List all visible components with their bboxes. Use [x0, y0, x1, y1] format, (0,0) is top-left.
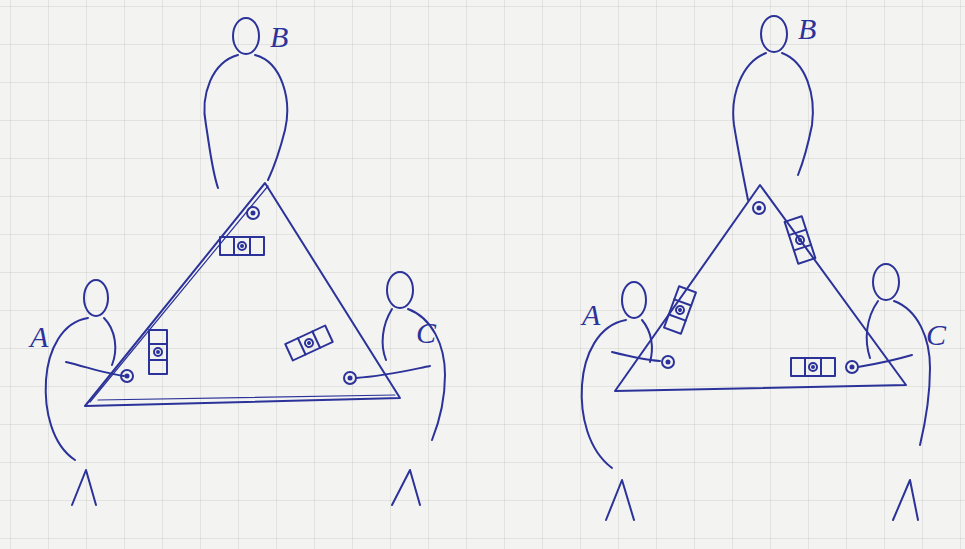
person-head	[622, 282, 646, 318]
person-body	[46, 318, 88, 460]
person-arm	[356, 366, 430, 378]
person-label: A	[30, 322, 48, 352]
coin-tray	[285, 326, 332, 361]
person-body	[255, 55, 287, 180]
coin	[846, 361, 858, 373]
coin-tray	[149, 330, 167, 374]
person-body	[733, 53, 766, 200]
coin-tray	[785, 216, 816, 263]
person-body	[867, 301, 878, 358]
table-triangle	[85, 183, 400, 406]
person-legs	[606, 480, 634, 520]
person-label: B	[798, 14, 816, 44]
person-body	[408, 309, 445, 440]
person-arm	[858, 355, 912, 367]
person-head	[873, 264, 899, 300]
person-arm	[612, 352, 660, 361]
coin-tray	[791, 358, 835, 376]
coin-tray	[664, 286, 696, 334]
person-arm	[66, 362, 124, 376]
person-label: B	[270, 22, 288, 52]
person-label: C	[416, 318, 436, 348]
person-body	[642, 320, 652, 362]
person-body	[383, 309, 392, 360]
left-scene	[46, 18, 445, 505]
coin	[121, 370, 133, 382]
coin	[753, 202, 765, 214]
person-body	[894, 301, 930, 445]
table-sketch-stroke	[90, 186, 395, 402]
right-scene	[582, 16, 930, 520]
person-head	[233, 18, 259, 54]
person-body	[104, 318, 115, 365]
person-body	[782, 53, 813, 175]
person-head	[387, 272, 413, 308]
person-body	[582, 320, 626, 468]
person-legs	[72, 470, 96, 505]
coin	[662, 356, 674, 368]
person-head	[84, 280, 108, 316]
person-label: A	[582, 300, 600, 330]
coin	[247, 207, 259, 219]
coin	[344, 372, 356, 384]
person-legs	[392, 470, 420, 505]
person-label: C	[926, 320, 946, 350]
person-head	[761, 16, 787, 52]
coin-tray	[220, 237, 264, 255]
person-legs	[893, 480, 918, 520]
person-body	[204, 55, 238, 188]
